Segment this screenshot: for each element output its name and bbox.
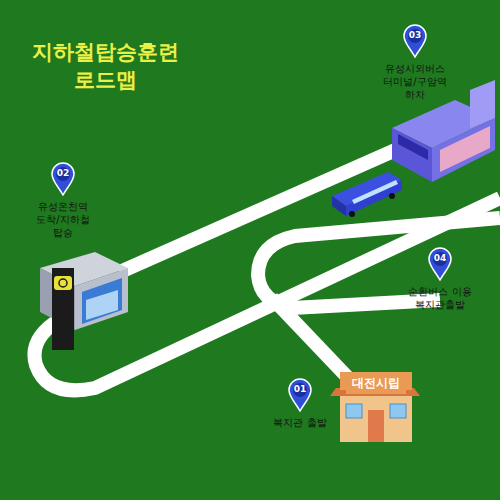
building-sign: 대전시립	[346, 373, 406, 394]
route-marker: 03 유성시외버스 터미널/구암역 하차	[379, 24, 451, 101]
pin-icon	[427, 247, 453, 281]
stop-label: 유성온천역 도착/지하철 탑승	[32, 200, 94, 239]
route-marker: 04 순환버스 이용 복지관출발	[405, 247, 475, 311]
sign-text: 대전시립	[352, 376, 400, 390]
callout-number: 01	[287, 384, 313, 394]
callout-number: 03	[402, 30, 428, 40]
map-pin: 02	[50, 162, 76, 196]
road	[34, 198, 500, 390]
map-pin: 04	[427, 247, 453, 281]
bus	[332, 172, 402, 217]
map-title: 지하철탑승훈련 로드맵	[30, 38, 180, 95]
stop-label: 유성시외버스 터미널/구암역 하차	[379, 62, 451, 101]
subway-station	[40, 252, 128, 350]
stop-label: 복지관 출발	[273, 416, 326, 429]
route-marker: 02 유성온천역 도착/지하철 탑승	[32, 162, 94, 239]
map-pin: 03	[402, 24, 428, 58]
callout-number: 02	[50, 168, 76, 178]
route-marker: 01 복지관 출발	[273, 378, 326, 429]
library-building	[330, 372, 420, 442]
pin-icon	[402, 24, 428, 58]
pin-icon	[287, 378, 313, 412]
map-pin: 01	[287, 378, 313, 412]
callout-number: 04	[427, 253, 453, 263]
stop-label: 순환버스 이용 복지관출발	[405, 285, 475, 311]
pin-icon	[50, 162, 76, 196]
road	[272, 298, 352, 382]
